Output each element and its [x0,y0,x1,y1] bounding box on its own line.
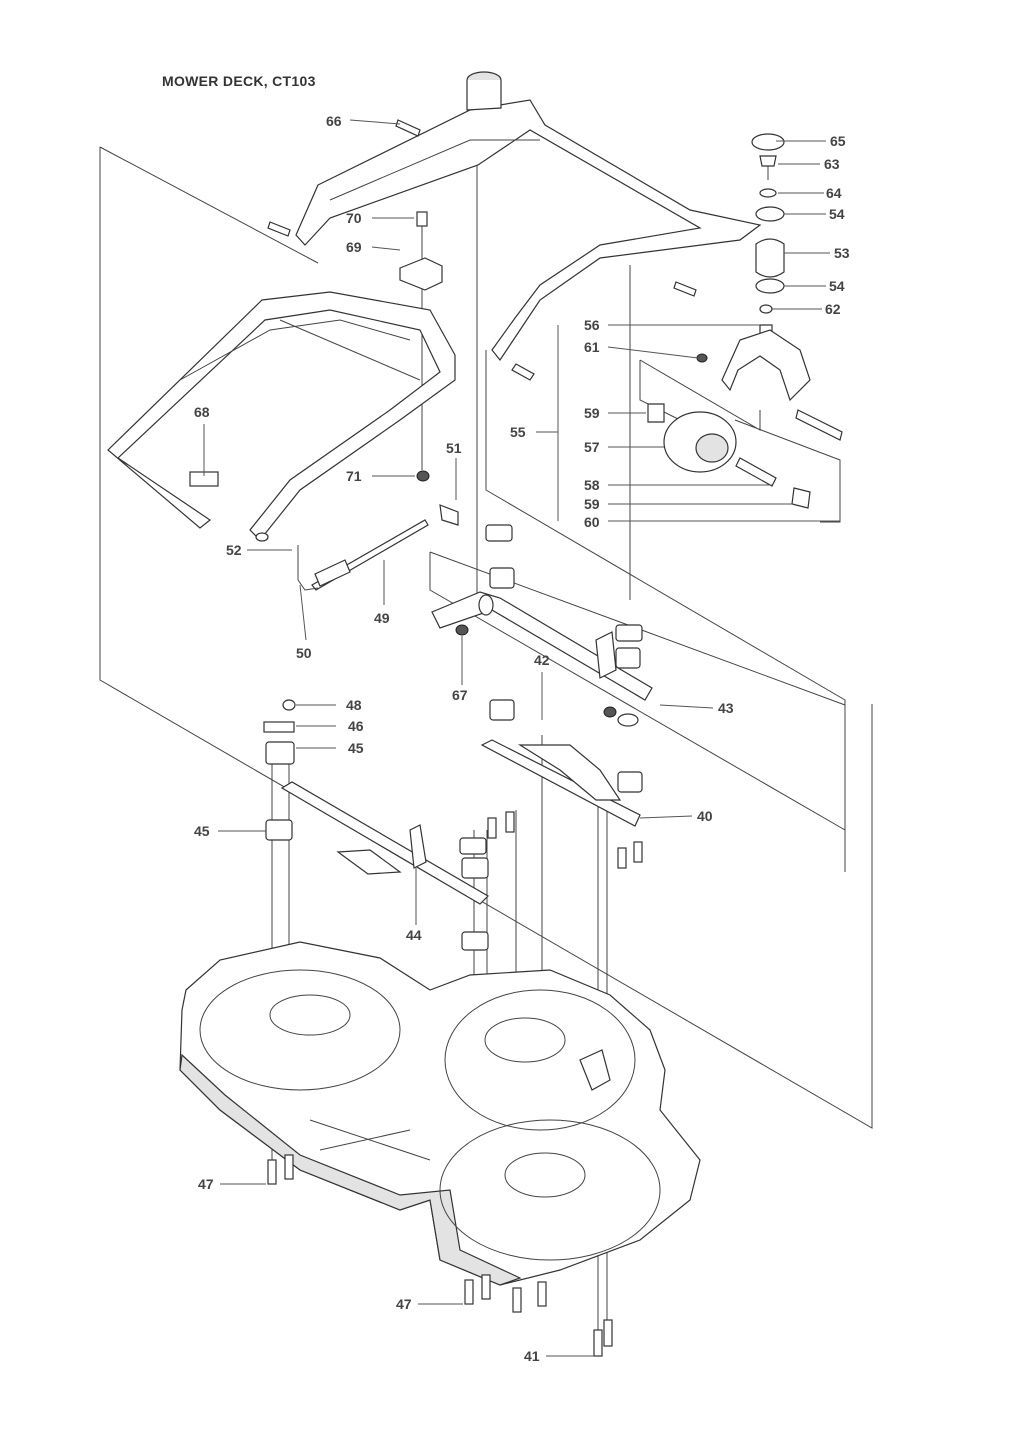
mower-deck-housing [179,941,701,1286]
callout-54-lower: 54 [829,278,845,294]
callout-60: 60 [584,514,600,530]
callout-59-upper: 59 [584,405,600,421]
callout-40: 40 [697,808,713,824]
callout-41: 41 [524,1348,540,1364]
callout-57: 57 [584,439,600,455]
bracket-69 [399,211,443,291]
frame-bolts [267,119,697,381]
front-bar-40 [480,739,641,827]
callout-66: 66 [326,113,342,129]
callout-45-lower: 45 [194,823,210,839]
callout-51: 51 [446,440,462,456]
lift-arm-frame [295,71,762,362]
height-linkage [297,504,459,591]
callout-50: 50 [296,645,312,661]
callout-49: 49 [374,610,390,626]
deck-bolts [267,811,643,1357]
rear-shaft-43 [431,591,653,727]
callout-labels: 66 70 69 68 71 51 52 49 50 67 42 43 40 4… [194,113,850,1364]
callout-42: 42 [534,652,550,668]
nut-71 [416,470,430,482]
callout-45-upper: 45 [348,740,364,756]
assembly-plane-left [99,146,873,1129]
callout-47-left: 47 [198,1176,214,1192]
callout-70: 70 [346,210,362,226]
assembly-plane-right [485,350,846,872]
clamp-stacks [263,524,643,951]
callout-48: 48 [346,697,362,713]
callout-63: 63 [824,156,840,172]
callout-47-center: 47 [396,1296,412,1312]
leader-lines [203,119,840,1357]
callout-46: 46 [348,718,364,734]
callout-53: 53 [834,245,850,261]
callout-65: 65 [830,133,846,149]
lower-shaft-44 [280,781,489,905]
diagram-title: MOWER DECK, CT103 [162,73,316,89]
callout-62: 62 [825,301,841,317]
callout-69: 69 [346,239,362,255]
callout-54-upper: 54 [829,206,845,222]
callout-52: 52 [226,542,242,558]
callout-68: 68 [194,404,210,420]
callout-55: 55 [510,424,526,440]
front-frame-68 [107,291,456,542]
callout-43: 43 [718,700,734,716]
callout-56: 56 [584,317,600,333]
callout-64: 64 [826,185,842,201]
callout-44: 44 [406,927,422,943]
callout-61: 61 [584,339,600,355]
callout-58: 58 [584,477,600,493]
caster-assembly [647,133,843,509]
callout-71: 71 [346,468,362,484]
callout-59-lower: 59 [584,496,600,512]
callout-67: 67 [452,687,468,703]
